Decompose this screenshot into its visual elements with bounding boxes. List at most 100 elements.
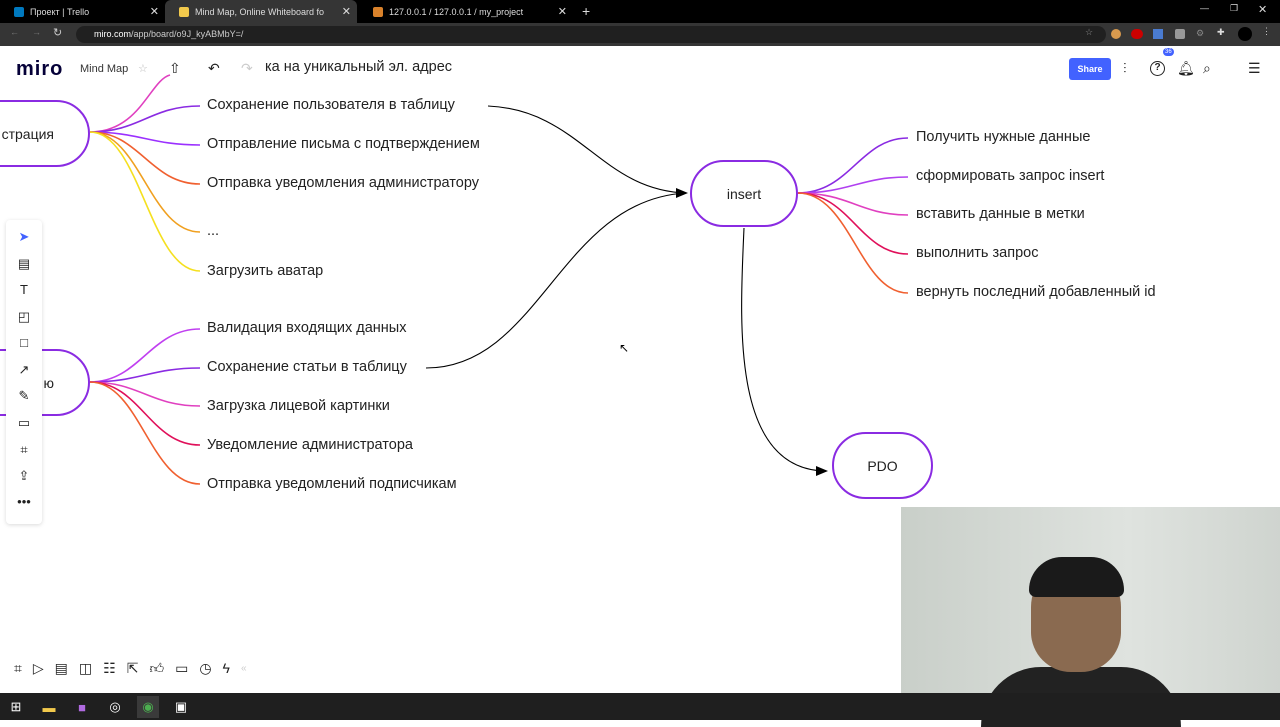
back-icon[interactable]: ←: [10, 27, 19, 37]
bell-icon[interactable]: 🔔︎: [1177, 60, 1195, 76]
phpmyadmin-icon: [373, 6, 383, 17]
close-window-button[interactable]: ✕: [1258, 4, 1268, 16]
translate-icon[interactable]: [1153, 29, 1163, 39]
obs-icon[interactable]: ◎: [109, 699, 121, 714]
chat-icon[interactable]: ◫: [78, 660, 93, 676]
camera-icon[interactable]: [1175, 29, 1185, 39]
sticky-note-icon[interactable]: ◰: [17, 309, 31, 324]
address-bar-row: ← → ↻ miro.com/app/board/o9J_kyABMbY=/ ☆…: [0, 23, 1280, 46]
presentation-icon[interactable]: ▷: [32, 660, 44, 676]
cards-icon[interactable]: ☷: [103, 660, 116, 676]
search-icon[interactable]: ⌕: [1203, 60, 1211, 76]
mindmap-item[interactable]: Отправка уведомления администратору: [207, 175, 479, 191]
more-icon[interactable]: •••: [17, 494, 31, 509]
connector: [89, 131, 201, 272]
lightning-icon[interactable]: ϟ: [222, 660, 230, 676]
reload-icon[interactable]: ↻: [53, 27, 63, 39]
arrow-connector: [741, 227, 827, 472]
minimize-button[interactable]: —: [1200, 3, 1209, 13]
url-input[interactable]: miro.com/app/board/o9J_kyABMbY=/: [76, 26, 1106, 43]
puzzle-icon[interactable]: ✚: [1217, 27, 1225, 37]
video-call-icon[interactable]: ▭: [175, 660, 189, 676]
terminal-icon[interactable]: ▣: [174, 699, 188, 714]
canvas-text-partial[interactable]: ка на уникальный эл. адрес: [265, 59, 453, 75]
tab-trello[interactable]: Проект | Trello✕: [0, 0, 165, 23]
connector: [797, 192, 909, 216]
gear-icon[interactable]: ⚙: [1196, 28, 1205, 38]
connection-line-icon[interactable]: ↗: [18, 362, 30, 377]
mindmap-item[interactable]: Уведомление администратора: [207, 437, 413, 453]
arrow-connector: [425, 192, 687, 369]
connector: [89, 381, 201, 407]
mindmap-item[interactable]: ...: [207, 223, 220, 239]
mindmap-node-pdo[interactable]: PDO: [832, 432, 933, 499]
mindmap-item[interactable]: сформировать запрос insert: [916, 168, 1105, 184]
restore-button[interactable]: ❐: [1230, 3, 1239, 13]
menu-icon[interactable]: ⋮: [1262, 26, 1271, 36]
star-icon[interactable]: ☆: [138, 63, 148, 75]
profile-avatar[interactable]: [1238, 27, 1252, 41]
connector: [797, 137, 909, 194]
arrow-connector: [487, 105, 687, 194]
frames-icon[interactable]: ⌗: [14, 660, 22, 676]
trello-icon: [14, 6, 24, 17]
tab-phpmyadmin[interactable]: 127.0.0.1 / 127.0.0.1 / my_project✕: [359, 0, 573, 23]
mindmap-item[interactable]: Загрузка лицевой картинки: [207, 398, 390, 414]
close-icon[interactable]: ✕: [341, 6, 351, 18]
phpstorm-icon[interactable]: ■: [78, 699, 86, 715]
mindmap-item[interactable]: Сохранение пользователя в таблицу: [207, 97, 455, 113]
connector: [89, 74, 171, 133]
redo-icon[interactable]: ↷: [241, 60, 253, 76]
connector: [89, 381, 201, 446]
notification-badge: 36: [1163, 48, 1174, 56]
board-name[interactable]: Mind Map: [80, 63, 129, 75]
adblock-icon[interactable]: [1131, 29, 1143, 39]
mindmap-item[interactable]: вернуть последний добавленный id: [916, 284, 1156, 300]
mindmap-item[interactable]: Отправление письма с подтверждением: [207, 136, 480, 152]
mindmap-item[interactable]: Получить нужные данные: [916, 129, 1091, 145]
vote-icon[interactable]: 👍︎: [149, 660, 165, 676]
miro-toolbar: miro Mind Map ☆ ⇧ ↶ ↷ ка на уникальный э…: [0, 46, 1280, 90]
mindmap-node-registration[interactable]: страция: [0, 100, 90, 167]
collapse-icon[interactable]: «: [240, 663, 247, 674]
frame-icon[interactable]: ⌗: [20, 442, 28, 457]
share-button[interactable]: Share: [1069, 58, 1111, 80]
close-icon[interactable]: ✕: [557, 6, 567, 18]
share-screen-icon[interactable]: ⇱: [126, 660, 139, 676]
forward-icon[interactable]: →: [32, 27, 41, 37]
mindmap-item[interactable]: Загрузить аватар: [207, 263, 324, 279]
connector: [797, 192, 909, 255]
miro-icon: [179, 6, 189, 17]
templates-icon[interactable]: ▤: [17, 256, 31, 271]
chrome-icon[interactable]: ◉: [137, 696, 159, 718]
star-icon[interactable]: ☆: [1085, 27, 1094, 37]
close-icon[interactable]: ✕: [149, 6, 159, 18]
mindmap-item[interactable]: Валидация входящих данных: [207, 320, 407, 336]
mindmap-item[interactable]: Отправка уведомлений подписчикам: [207, 476, 457, 492]
file-explorer-icon[interactable]: ▬: [42, 699, 56, 715]
mindmap-node-insert[interactable]: insert: [690, 160, 798, 227]
comments-icon[interactable]: ▤: [54, 660, 68, 676]
webcam-overlay: [901, 507, 1280, 727]
extension-icon[interactable]: [1111, 29, 1121, 39]
pen-icon[interactable]: ✎: [18, 388, 30, 403]
connector: [89, 105, 201, 133]
comment-icon[interactable]: ▭: [17, 415, 31, 430]
notes-icon[interactable]: ☰: [1248, 60, 1261, 76]
undo-icon[interactable]: ↶: [208, 60, 220, 76]
mindmap-item[interactable]: вставить данные в метки: [916, 206, 1085, 222]
shape-icon[interactable]: □: [20, 335, 28, 350]
settings-sliders-icon[interactable]: ⫶: [1123, 60, 1127, 76]
mindmap-item[interactable]: Сохранение статьи в таблицу: [207, 359, 407, 375]
export-icon[interactable]: ⇧: [169, 60, 181, 76]
help-icon[interactable]: ?: [1150, 61, 1165, 76]
timer-icon[interactable]: ◷: [199, 660, 212, 676]
tab-miro[interactable]: Mind Map, Online Whiteboard fo✕: [165, 0, 357, 23]
mindmap-item[interactable]: выполнить запрос: [916, 245, 1039, 261]
miro-logo: miro: [16, 58, 64, 80]
windows-start-icon[interactable]: ⊞: [10, 699, 22, 714]
upload-icon[interactable]: ⇪: [18, 468, 30, 483]
new-tab-button[interactable]: +: [582, 3, 591, 19]
select-cursor-icon[interactable]: ➤: [18, 229, 30, 244]
text-icon[interactable]: T: [20, 282, 28, 297]
